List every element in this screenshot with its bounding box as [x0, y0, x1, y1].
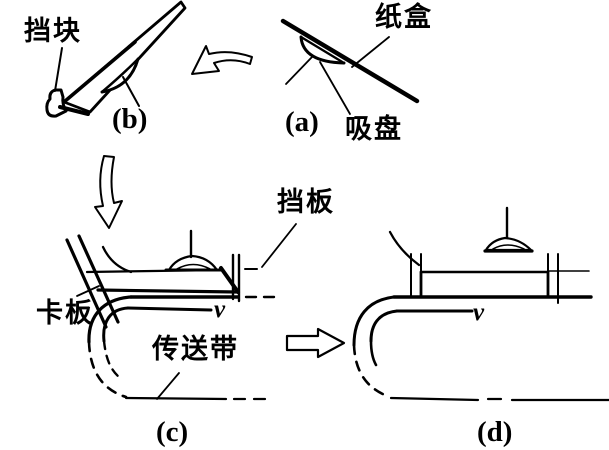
baffle-leader-line — [261, 223, 297, 268]
panel-d-drawing — [352, 206, 609, 402]
belt-c-outer-arc — [87, 295, 133, 344]
suction-cup-b-leader-line — [122, 76, 140, 107]
belt-d-inner-arc — [369, 309, 399, 343]
label-baffle: 挡板 — [277, 187, 335, 217]
arrow-c-to-d — [285, 327, 346, 359]
panel-c-drawing — [65, 223, 297, 401]
suction-cup-d-dome — [484, 236, 533, 252]
caption-a: (a) — [285, 106, 319, 138]
suction-cup-a-left-leader — [285, 56, 313, 85]
suction-cup-d-rim — [492, 244, 525, 250]
label-suction-cup: 吸盘 — [345, 114, 403, 144]
guide-arc-d — [388, 230, 421, 267]
caption-d: (d) — [477, 416, 513, 448]
belt-c-inner-top — [126, 306, 213, 312]
panel-b-drawing — [45, 0, 187, 118]
carton-c-bottom-edge — [96, 288, 239, 294]
clamp-plate-line-2 — [77, 234, 120, 324]
stop-block-foot-stroke — [58, 105, 90, 116]
belt-d-outer-arc-dashed — [352, 343, 392, 399]
carton-c-right-cap — [219, 266, 240, 294]
belt-d-outer-arc — [352, 295, 396, 347]
velocity-label-d: v — [473, 299, 485, 326]
suction-cup-c-dome — [167, 254, 219, 272]
caption-c: (c) — [156, 416, 189, 448]
arrow-a-to-b — [191, 45, 253, 75]
caption-b: (b) — [112, 103, 148, 135]
suction-cup-c-rim — [176, 263, 211, 270]
velocity-label-c: v — [214, 296, 226, 323]
stop-block-leader-line — [54, 47, 63, 92]
carton-b-shape — [62, 0, 187, 114]
carton-a-leader-line — [351, 36, 390, 68]
clamp-plate-leader-line — [76, 285, 100, 297]
label-conveyor-belt: 传送带 — [152, 334, 239, 364]
suction-cup-a-outer-arc — [299, 35, 346, 65]
stop-block-shape — [45, 88, 68, 118]
panel-a-drawing — [280, 18, 420, 115]
suction-cup-a-leader-line — [319, 61, 351, 115]
belt-d-bottom — [389, 396, 480, 402]
belt-c-outer-arc-dashed — [87, 340, 128, 399]
conveyor-belt-leader-line — [156, 372, 180, 400]
belt-c-inner-arc — [102, 306, 130, 343]
label-clamp-plate: 卡板 — [36, 298, 94, 328]
belt-d-inner-arc-end — [369, 339, 378, 367]
label-carton: 纸盒 — [375, 2, 433, 32]
carton-a-line — [280, 18, 420, 104]
label-stop-block: 挡块 — [24, 16, 82, 46]
arrow-b-to-c — [94, 155, 123, 229]
carton-b-thick-edge — [62, 40, 137, 104]
belt-c-bottom — [124, 396, 228, 401]
belt-c-inner-arc-dashed — [102, 339, 121, 379]
guide-arc-c — [101, 245, 133, 274]
